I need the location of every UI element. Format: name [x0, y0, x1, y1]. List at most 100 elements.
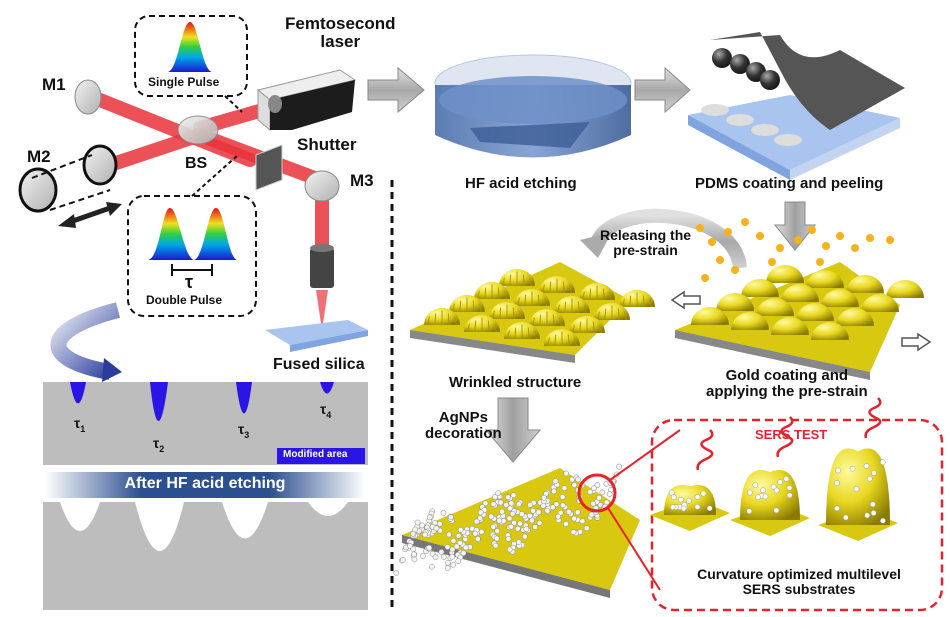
silver-nanoparticle	[529, 517, 535, 524]
silica-cross-section-after	[43, 502, 368, 610]
modified-regions	[70, 382, 334, 421]
step-wrinkled-label: Wrinkled structure	[449, 374, 582, 391]
wrinkle-ridge	[492, 310, 495, 320]
silver-nanoparticle	[393, 570, 400, 576]
silver-nanoparticle	[532, 524, 538, 530]
silver-nanoparticle	[853, 486, 860, 492]
silver-nanoparticle	[557, 509, 564, 516]
silver-nanoparticle	[870, 501, 876, 508]
silver-nanoparticle	[414, 519, 421, 526]
silver-nanoparticle	[444, 559, 451, 566]
gold-particle	[716, 256, 724, 264]
wrinkle-ridge	[512, 307, 515, 320]
wrinkle-ridge	[447, 313, 450, 326]
step-hf-label: HF acid etching	[465, 175, 577, 192]
zoom-line-bottom	[607, 507, 661, 591]
beam-splitter-label: BS	[185, 155, 208, 172]
silver-nanoparticle	[599, 489, 606, 496]
wrinkled-substrate	[410, 262, 655, 363]
wrinkle-ridge	[592, 321, 595, 334]
silver-nanoparticle	[519, 511, 525, 517]
silver-nanoparticle	[591, 485, 597, 492]
wrinkle-ridge	[504, 290, 507, 300]
silver-nanoparticle	[477, 515, 483, 521]
silver-nanoparticle	[444, 544, 451, 550]
silver-nanoparticle	[400, 557, 406, 563]
wrinkle-ridge	[484, 287, 487, 300]
wrinkle-ridge	[532, 317, 535, 327]
wrinkle-ridge	[629, 295, 632, 308]
gold-dome	[781, 283, 819, 302]
silver-nanoparticle	[694, 504, 701, 510]
arrow-down-to-agnps	[484, 397, 542, 463]
silver-nanoparticle	[550, 504, 556, 511]
silver-nanoparticle	[680, 505, 687, 512]
wrinkle-ridge	[602, 288, 605, 301]
silver-nanoparticle	[457, 527, 464, 533]
silver-nanoparticle	[472, 530, 479, 537]
silver-nanoparticle	[574, 509, 581, 516]
shutter-label: Shutter	[297, 135, 357, 154]
gold-dome	[691, 306, 729, 325]
silver-nanoparticle	[551, 488, 557, 495]
wrinkle-ridge	[534, 330, 537, 340]
wrinkle-ridge	[559, 317, 562, 327]
wrinkle-ridge	[459, 300, 462, 313]
wrinkle-ridge	[477, 290, 480, 300]
silver-nanoparticle	[460, 550, 467, 556]
double-pulse-label: Double Pulse	[146, 293, 223, 307]
tau-3-label: τ3	[238, 421, 250, 440]
silver-nanoparticle	[752, 482, 759, 489]
wrinkle-ridge	[609, 291, 612, 301]
silver-nanoparticle	[426, 514, 433, 521]
wrinkle-ridge	[589, 288, 592, 301]
silver-nanoparticle	[668, 489, 675, 496]
agnp-decorated-substrate	[393, 463, 640, 598]
silver-nanoparticle	[879, 459, 886, 466]
silver-nanoparticle	[449, 553, 456, 560]
arrow-down-to-gold	[773, 201, 817, 251]
silver-nanoparticle	[755, 494, 761, 501]
silver-nanoparticle	[508, 500, 515, 507]
wrinkle-ridge	[474, 320, 477, 333]
silver-nanoparticle	[515, 501, 522, 507]
silver-nanoparticle	[526, 512, 533, 519]
gold-particle	[808, 226, 816, 234]
gold-particle	[756, 232, 764, 240]
silver-nanoparticle	[616, 463, 623, 470]
silver-nanoparticle	[783, 475, 790, 482]
silver-nanoparticle	[505, 536, 512, 542]
silver-nanoparticle	[563, 521, 569, 527]
silver-nanoparticle	[588, 511, 595, 518]
silver-nanoparticle	[762, 493, 769, 500]
silver-nanoparticle	[560, 502, 566, 509]
translation-double-arrow	[58, 202, 122, 228]
shutter	[255, 144, 283, 191]
wrinkle-ridge	[582, 291, 585, 301]
curved-transfer-arrow	[50, 302, 120, 380]
raman-laser-wave	[776, 416, 794, 458]
wrinkle-ridge	[427, 316, 430, 326]
zoom-circle	[577, 473, 617, 513]
delay-tau-label: τ	[185, 272, 194, 292]
silver-nanoparticle	[669, 504, 676, 511]
wrinkle-ridge	[494, 323, 497, 333]
silver-nanoparticle	[511, 520, 517, 526]
strain-arrows	[670, 290, 932, 352]
silver-nanoparticle	[527, 502, 533, 508]
wrinkle-ridge	[452, 303, 455, 313]
gold-dome	[771, 316, 809, 335]
silver-nanoparticle	[411, 556, 418, 563]
hf-dish	[434, 54, 632, 158]
wrinkle-ridge	[472, 300, 475, 313]
silver-nanoparticle	[685, 497, 692, 504]
silver-nanoparticle	[535, 509, 542, 516]
silver-nanoparticle	[462, 544, 469, 551]
wrinkle-ridge	[569, 284, 572, 294]
silver-nanoparticle	[544, 507, 551, 514]
gold-particle	[731, 266, 739, 274]
tau-2-label: τ2	[153, 435, 165, 454]
etching-banner-bg	[45, 472, 365, 498]
silver-nanoparticle	[514, 525, 521, 532]
